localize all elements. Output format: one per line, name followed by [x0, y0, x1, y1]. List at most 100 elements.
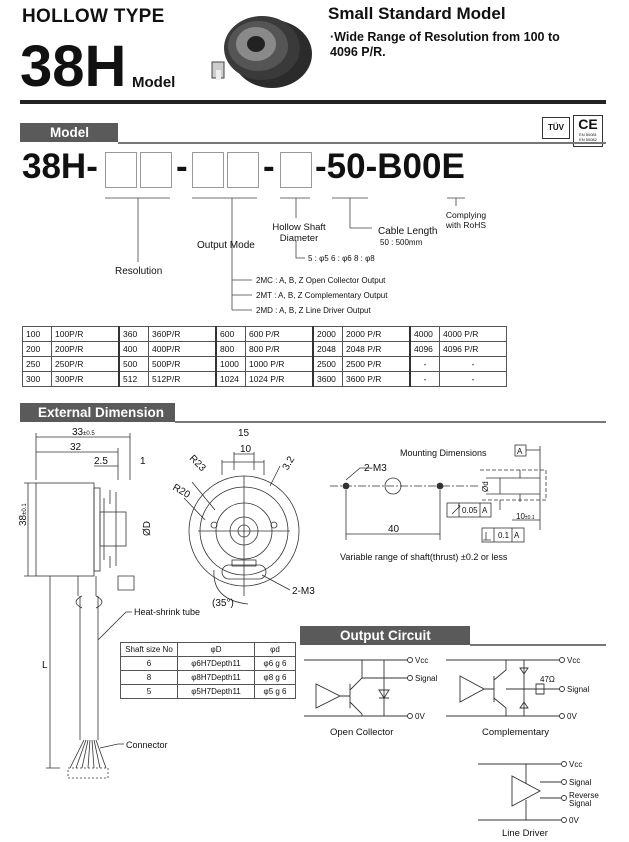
- heat-shrink-label: Heat-shrink tube: [134, 607, 201, 617]
- ce-sub2: EN 50082: [579, 137, 597, 142]
- table-cell: 360P/R: [148, 326, 217, 342]
- dim-38: 38±0.1: [18, 503, 31, 526]
- output-box-1: [192, 152, 224, 188]
- table-cell: 100: [22, 326, 52, 342]
- thrust-note: Variable range of shaft(thrust) ±0.2 or …: [340, 552, 508, 562]
- dim-40: 40: [388, 524, 400, 535]
- model-number: 38H: [20, 34, 127, 99]
- table-cell: 200: [22, 341, 52, 357]
- shaft-label: Hollow Shaft Diameter: [272, 222, 326, 244]
- table-cell: 2500: [312, 356, 343, 372]
- table-cell: 800: [215, 341, 246, 357]
- resolution-box-1: [105, 152, 137, 188]
- table-header: φD: [177, 642, 255, 657]
- cable-length-label: Cable Length: [378, 226, 438, 237]
- output-2mt: 2MT : A, B, Z Complementary Output: [256, 291, 388, 300]
- dim-r23: R23: [186, 453, 208, 474]
- oc-vcc: Vcc: [415, 656, 429, 665]
- shaft-box: [280, 152, 312, 188]
- table-cell: 6: [120, 656, 178, 671]
- oc-0v: 0V: [415, 712, 425, 721]
- comp-signal: Signal: [567, 685, 590, 694]
- section-rule: [118, 142, 606, 144]
- table-cell: φ6 g 6: [254, 656, 296, 671]
- dim-33: 33±0.5: [72, 427, 95, 439]
- table-cell: 400P/R: [148, 341, 217, 357]
- table-cell: 500: [118, 356, 149, 372]
- model-section-title: Model: [20, 123, 118, 142]
- table-cell: -: [409, 356, 440, 372]
- section-rule: [175, 421, 606, 423]
- dim-38-tol: ±0.1: [22, 503, 28, 515]
- output-mode-label: Output Mode: [197, 240, 255, 251]
- mounting-m3-label: 2-M3: [364, 463, 387, 474]
- open-collector-caption: Open Collector: [330, 727, 394, 738]
- tolerance-2-value: 0.1: [498, 531, 510, 540]
- table-cell: 4096 P/R: [439, 341, 507, 357]
- table-cell: -: [409, 371, 440, 387]
- table-cell: 512: [118, 371, 149, 387]
- table-cell: 1000 P/R: [245, 356, 314, 372]
- table-cell: φ5H7Depth11: [177, 684, 255, 699]
- output-box-2: [227, 152, 259, 188]
- dim-38-value: 38: [18, 514, 29, 526]
- dim-phi-d: Ød: [481, 481, 490, 492]
- dim-32: 32: [70, 442, 82, 453]
- table-header: φd: [254, 642, 296, 657]
- code-dash-1: -: [176, 147, 188, 186]
- table-cell: 1024 P/R: [245, 371, 314, 387]
- table-cell: 250: [22, 356, 52, 372]
- dimension-section-title: External Dimension: [20, 403, 175, 422]
- table-cell: 1000: [215, 356, 246, 372]
- ld-vcc: Vcc: [569, 760, 583, 769]
- complementary-caption: Complementary: [482, 727, 550, 738]
- table-cell: 2000: [312, 326, 343, 342]
- table-cell: 512P/R: [148, 371, 217, 387]
- table-cell: 4096: [409, 341, 440, 357]
- table-cell: 4000: [409, 326, 440, 342]
- table-cell: 2048 P/R: [342, 341, 411, 357]
- dim-10: 10: [240, 444, 252, 455]
- dim-r20: R20: [170, 482, 192, 501]
- connector-label: Connector: [126, 740, 168, 750]
- dim-15: 15: [238, 428, 250, 439]
- table-cell: 100P/R: [51, 326, 120, 342]
- section-rule: [470, 644, 606, 646]
- table-header: Shaft size No: [120, 642, 178, 657]
- output-section-title: Output Circuit: [300, 626, 470, 645]
- datum-a: A: [517, 447, 523, 456]
- table-cell: 200P/R: [51, 341, 120, 357]
- dim-2-5: 2.5: [94, 456, 108, 467]
- output-2mc: 2MC : A, B, Z Open Collector Output: [256, 276, 386, 285]
- dim-33-tol: ±0.5: [83, 431, 95, 437]
- page-title: HOLLOW TYPE: [22, 6, 165, 27]
- tuv-label: TÜV: [548, 123, 564, 132]
- table-cell: 500P/R: [148, 356, 217, 372]
- comp-0v: 0V: [567, 712, 577, 721]
- mounting-dimensions-label: Mounting Dimensions: [400, 448, 487, 458]
- table-cell: φ8H7Depth11: [177, 670, 255, 685]
- table-cell: 2048: [312, 341, 343, 357]
- oc-signal: Signal: [415, 674, 438, 683]
- ld-0v: 0V: [569, 816, 579, 825]
- cable-length-sub: 50 : 500mm: [380, 238, 423, 247]
- dim-33-value: 33: [72, 427, 84, 438]
- table-cell: 250P/R: [51, 356, 120, 372]
- table-cell: 600 P/R: [245, 326, 314, 342]
- tolerance-2-ref: A: [514, 531, 520, 540]
- table-cell: φ5 g 6: [254, 684, 296, 699]
- product-title: Small Standard Model: [328, 4, 506, 23]
- product-subtitle: ·Wide Range of Resolution from 100 to 40…: [330, 30, 560, 59]
- model-word: Model: [132, 74, 176, 91]
- front-m3-label: 2-M3: [292, 586, 315, 597]
- table-cell: 300: [22, 371, 52, 387]
- table-cell: φ6H7Depth11: [177, 656, 255, 671]
- dim-3-2: 3.2: [280, 454, 298, 473]
